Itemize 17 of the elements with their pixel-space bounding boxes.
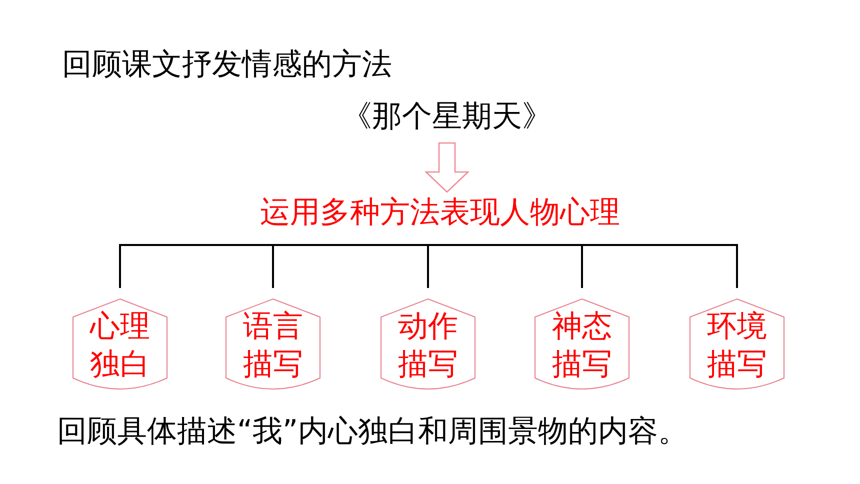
method-label: 心理独白 xyxy=(88,308,151,384)
hexagon-box xyxy=(380,298,476,392)
hollow-arrow xyxy=(424,142,470,193)
heading-text: 运用多种方法表现人物心理 xyxy=(259,196,621,230)
note-text: 回顾具体描述“我”内心独白和周围景物的内容。 xyxy=(57,415,688,449)
lesson-title: 《那个星期天》 xyxy=(341,100,553,134)
hexagon-box xyxy=(225,298,321,392)
method-label: 动作描写 xyxy=(397,308,459,384)
method-label: 语言描写 xyxy=(242,308,304,384)
tree-line xyxy=(427,244,440,288)
method-label: 神态描写 xyxy=(551,308,613,384)
hexagon-box xyxy=(72,298,168,392)
method-label: 环境描写 xyxy=(706,308,768,384)
hexagon-box xyxy=(689,298,785,392)
tree-line xyxy=(440,244,738,288)
title: 回顾课文抒发情感的方法 xyxy=(62,48,392,82)
hexagon-box xyxy=(534,298,630,392)
